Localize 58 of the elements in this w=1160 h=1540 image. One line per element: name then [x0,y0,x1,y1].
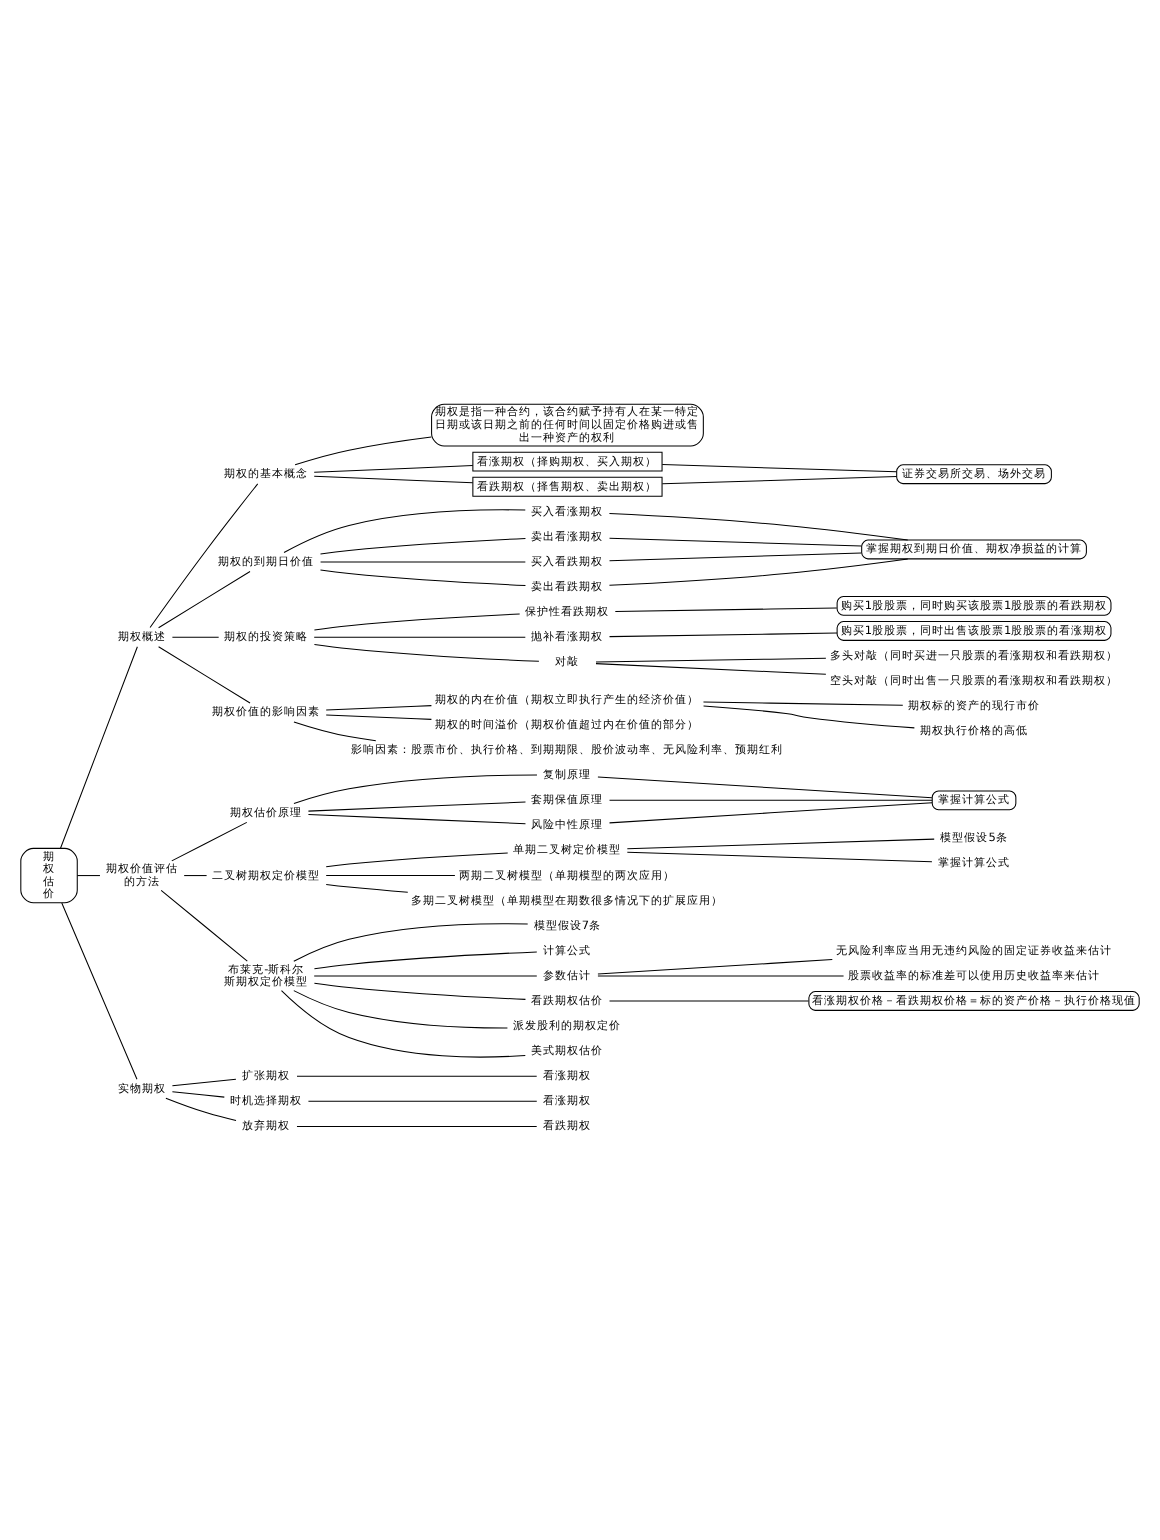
connector [626,851,933,863]
connector [608,558,909,586]
connector [61,902,138,1080]
connector [609,552,862,562]
connector [165,1097,237,1121]
connector [661,464,898,473]
connector [325,852,509,868]
connector [325,705,432,711]
connector [597,959,833,975]
connector [294,436,432,466]
connector [313,465,474,473]
connector [614,607,838,612]
connector [293,923,529,962]
connector [307,801,526,812]
connector [661,476,898,485]
connector [313,475,474,484]
connector [595,663,827,675]
connector [158,570,251,629]
connector [608,513,909,541]
connector [296,1075,538,1077]
connector [307,1100,538,1102]
connector [609,1000,810,1002]
connector [296,1125,538,1127]
connector [325,883,409,893]
connector [171,821,248,862]
connector [609,632,838,638]
connector [60,646,138,849]
connector [307,814,526,825]
connector [171,1091,225,1098]
connector [703,705,915,729]
connector [609,537,862,547]
connector [313,636,526,638]
connector [609,799,933,801]
connector [597,776,933,799]
connector [313,982,526,1000]
connector [293,990,508,1029]
connector [280,990,526,1058]
connector [171,636,220,638]
connector [160,889,248,962]
connector [283,509,526,553]
connector [319,538,526,555]
connector [293,774,538,804]
connector [313,951,538,970]
connector [702,701,904,706]
connector [313,613,521,631]
connector [319,569,526,586]
connector [158,646,251,704]
connector [293,721,377,742]
connector [149,483,259,628]
connector [595,657,827,663]
connector [76,875,101,877]
connector [183,875,208,877]
connector [325,875,456,877]
connector [325,714,432,720]
connector [171,1078,237,1087]
connector [626,838,935,850]
connector [313,644,540,662]
connector [609,802,933,824]
